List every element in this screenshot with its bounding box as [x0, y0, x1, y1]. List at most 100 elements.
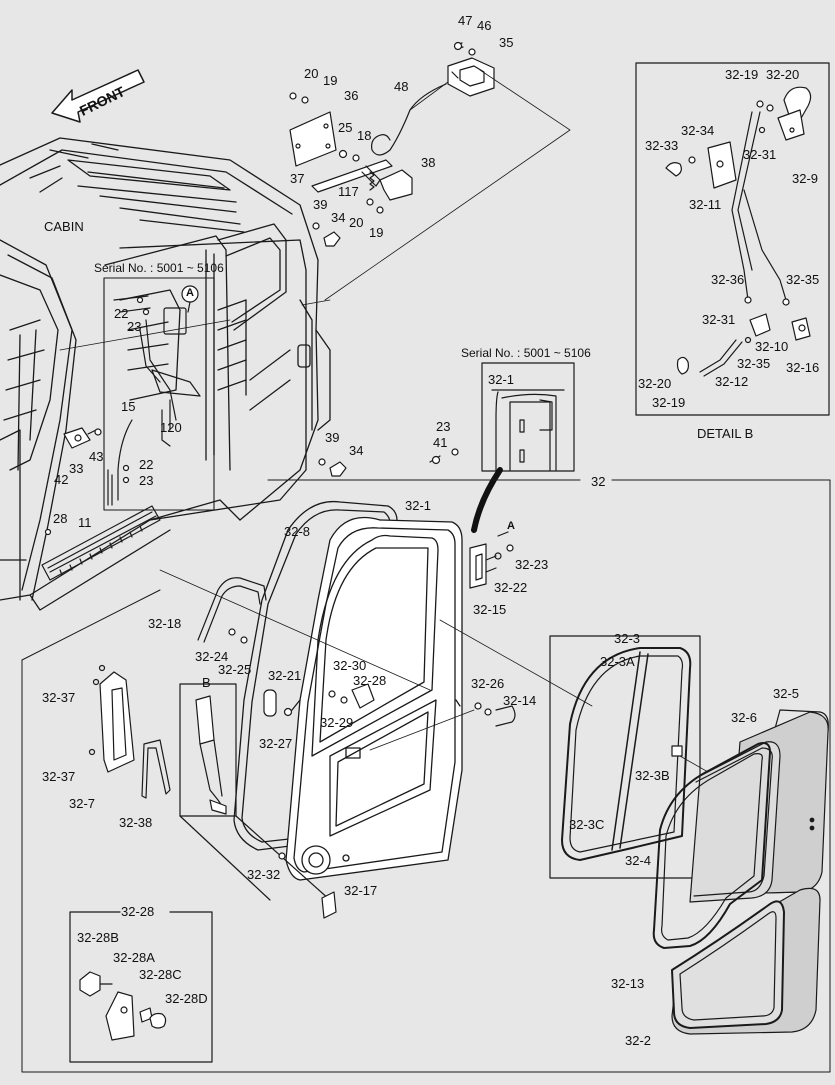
part-label: 32-13	[611, 976, 645, 991]
part-label: 32-34	[681, 123, 715, 138]
part-label: 25	[338, 120, 353, 135]
part-label: 32-28A	[113, 950, 155, 965]
part-label: 39	[313, 197, 328, 212]
window-assembly-32-3	[549, 635, 701, 879]
part-label: 32-11	[689, 197, 722, 212]
latch-parts	[263, 683, 516, 919]
part-label: 32-25	[218, 662, 252, 677]
part-label: 47	[458, 13, 473, 28]
part-label: 38	[421, 155, 436, 170]
detail-b-title: DETAIL B	[697, 426, 754, 441]
part-label: 32-4	[625, 853, 652, 868]
part-label: 32-12	[715, 374, 749, 389]
door-latch-striker	[297, 344, 311, 368]
part-label: 19	[323, 73, 338, 88]
part-label: 32-23	[515, 557, 549, 572]
part-label: 32-15	[473, 602, 507, 617]
part-label: 42	[54, 472, 69, 487]
part-label: 46	[477, 18, 492, 33]
part-label: 32-3B	[635, 768, 670, 783]
part-label: 32-27	[259, 736, 293, 751]
part-label: 23	[127, 319, 142, 334]
part-label: 32-7	[69, 796, 96, 811]
part-label: 32-10	[755, 339, 789, 354]
detail-b-box	[635, 62, 830, 416]
part-label: 32-35	[786, 272, 820, 287]
door-assembly-frame	[21, 479, 831, 1073]
part-label: 39	[325, 430, 340, 445]
part-label: 120	[160, 420, 182, 435]
part-label: 20	[349, 215, 364, 230]
part-label: 43	[89, 449, 104, 464]
part-label: 32-16	[786, 360, 820, 375]
part-label: 32-26	[471, 676, 505, 691]
seal-strip-32-38	[141, 739, 171, 799]
part-label: 32-38	[119, 815, 153, 830]
glass-panels	[652, 709, 829, 949]
part-label: 32-1	[488, 372, 515, 387]
part-label: 32-9	[792, 171, 819, 186]
part-label: 32-21	[268, 668, 302, 683]
part-label: 32-37	[42, 769, 76, 784]
part-label: 32-28	[121, 904, 155, 919]
part-label: 32-8	[284, 524, 311, 539]
part-label: 32-22	[494, 580, 528, 595]
part-label: 32-29	[320, 715, 354, 730]
leader-lines-upper	[59, 69, 571, 351]
knob-detail-box-32-28	[69, 911, 213, 1063]
part-label: 32-28B	[77, 930, 119, 945]
part-label: 32-28	[353, 673, 387, 688]
cabin-label: CABIN	[44, 219, 84, 234]
part-label: 28	[53, 511, 68, 526]
part-label: 18	[357, 128, 372, 143]
part-label: 32-1	[405, 498, 432, 513]
part-label: 32-36	[711, 272, 745, 287]
marker-b: B	[202, 675, 211, 690]
part-label: 32-3C	[569, 817, 605, 832]
part-label: 32-14	[503, 693, 537, 708]
part-label: 32-5	[773, 686, 800, 701]
lower-glass-32-2	[671, 887, 821, 1035]
part-label: 37	[290, 171, 305, 186]
part-label: 32-30	[333, 658, 367, 673]
marker-a-left: A	[186, 287, 194, 299]
part-label: 32-31	[702, 312, 736, 327]
part-label: 33	[69, 461, 84, 476]
part-label: 19	[369, 225, 384, 240]
part-label: 32-6	[731, 710, 758, 725]
latch-detail-box-b	[179, 683, 331, 901]
bracket-32-7	[88, 664, 135, 773]
sill-plate-part-11	[41, 505, 161, 581]
serial-label-right: Serial No. : 5001 ~ 5106	[461, 346, 591, 360]
part-label: 32-17	[344, 883, 378, 898]
part-label: 20	[304, 66, 319, 81]
cabin-body	[0, 137, 331, 611]
part-label: 32-31	[743, 147, 777, 162]
part-label: 32-24	[195, 649, 229, 664]
hardware-parts	[44, 41, 495, 536]
part-label: 32-35	[737, 356, 771, 371]
part-label: 15	[121, 399, 136, 414]
part-label: 32-3	[614, 631, 641, 646]
part-label: 32-28C	[139, 967, 182, 982]
part-label: 23	[139, 473, 154, 488]
part-label: 35	[499, 35, 514, 50]
part-label: 23	[436, 419, 451, 434]
serial-detail-box-right	[471, 362, 575, 533]
serial-detail-box-left	[103, 277, 215, 511]
part-label: 32-32	[247, 867, 281, 882]
part-label: 32-28D	[165, 991, 208, 1006]
part-label: 48	[394, 79, 409, 94]
part-label: 32-19	[652, 395, 686, 410]
part-label: 32-37	[42, 690, 76, 705]
part-label: 32-33	[645, 138, 679, 153]
part-label: 117	[338, 184, 359, 199]
part-label: 22	[139, 457, 154, 472]
part-label: 41	[433, 435, 448, 450]
part-label: 32-20	[638, 376, 672, 391]
part-label: 32	[591, 474, 606, 489]
part-label: 32-3A	[600, 654, 635, 669]
door-hinge-32-15	[469, 531, 514, 589]
part-label: 34	[331, 210, 346, 225]
